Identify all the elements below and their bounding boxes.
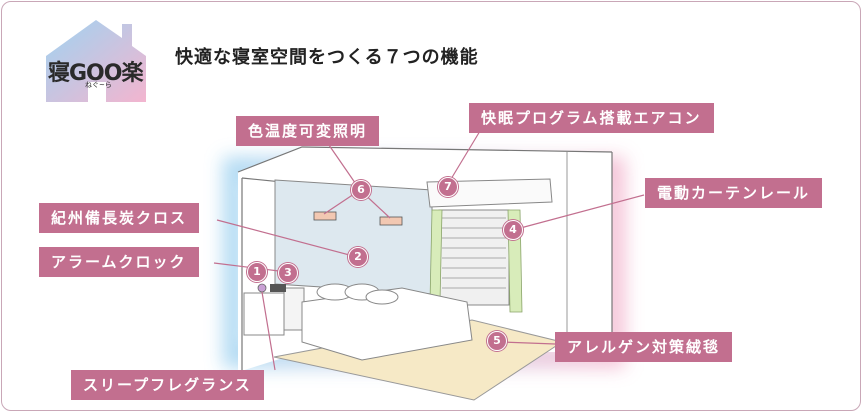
feature-number-2: 2 (348, 247, 368, 267)
feature-label-electric-curtain-rail: 電動カーテンレール (645, 178, 823, 208)
feature-number-3: 3 (278, 263, 298, 283)
logo-text: 寝GOO楽 (48, 61, 143, 86)
feature-label-sleep-aircon: 快眠プログラム搭載エアコン (469, 103, 714, 133)
logo-subtext: ねぐ~ら (85, 81, 112, 89)
feature-number-5: 5 (487, 331, 507, 351)
feature-label-charcoal-cloth: 紀州備長炭クロス (39, 203, 200, 233)
feature-label-allergen-carpet: アレルゲン対策絨毯 (555, 332, 733, 362)
feature-number-6: 6 (351, 180, 371, 200)
brand-logo: 寝GOO楽 ねぐ~ら (42, 16, 150, 104)
page-title: 快適な寝室空間をつくる７つの機能 (175, 47, 479, 68)
feature-number-1: 1 (247, 262, 267, 282)
feature-number-4: 4 (503, 220, 523, 240)
feature-label-sleep-fragrance: スリープフレグランス (71, 370, 264, 400)
feature-number-7: 7 (438, 177, 458, 197)
feature-label-color-temp-lighting: 色温度可変照明 (236, 116, 380, 146)
house-logo-shape (46, 20, 146, 102)
feature-label-alarm-clock: アラームクロック (39, 247, 199, 277)
